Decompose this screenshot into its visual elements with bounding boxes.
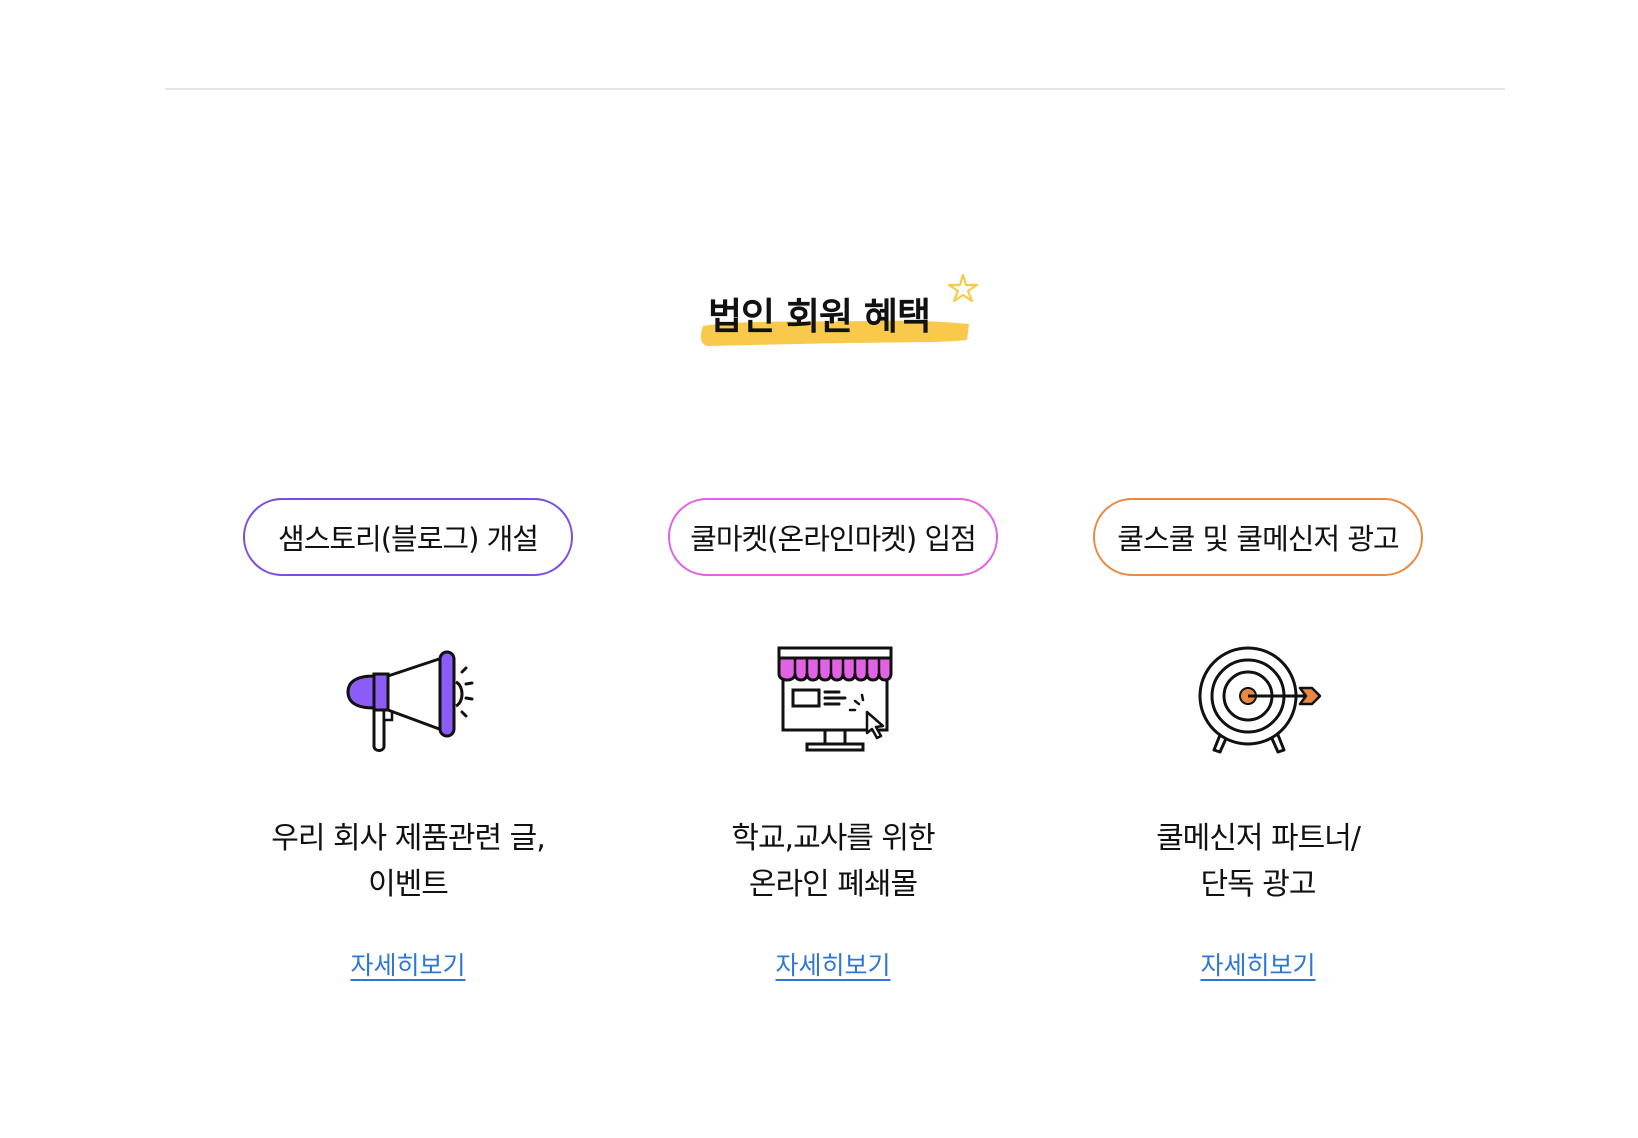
target-arrow-icon: [1198, 646, 1322, 754]
more-link[interactable]: 자세히보기: [350, 951, 466, 980]
section-title: 법인 회원 혜택: [707, 295, 931, 338]
benefit-card-market: 쿨마켓(온라인마켓) 입점 학교,교사를 위한 온라인 폐쇄몰 자세히보기: [620, 498, 1046, 998]
benefit-pill-market[interactable]: 쿨마켓(온라인마켓) 입점: [668, 498, 998, 576]
storefront-monitor-icon: [777, 646, 893, 752]
benefit-pill-blog[interactable]: 샘스토리(블로그) 개설: [243, 498, 573, 576]
top-divider: [165, 88, 1505, 90]
megaphone-icon: [346, 650, 474, 752]
benefit-pill-ads[interactable]: 쿨스쿨 및 쿨메신저 광고: [1093, 498, 1423, 576]
desc-line-2: 이벤트: [368, 867, 449, 902]
section-header: 법인 회원 혜택: [0, 268, 1638, 358]
desc-line-1: 쿨메신저 파트너/: [1156, 821, 1361, 856]
desc-line-2: 온라인 폐쇄몰: [748, 867, 918, 902]
star-icon: [947, 273, 979, 303]
desc-line-1: 학교,교사를 위한: [731, 821, 935, 856]
benefit-description: 쿨메신저 파트너/ 단독 광고: [1045, 816, 1471, 908]
more-link[interactable]: 자세히보기: [1200, 951, 1316, 980]
desc-line-1: 우리 회사 제품관련 글,: [271, 821, 546, 856]
benefit-description: 학교,교사를 위한 온라인 폐쇄몰: [620, 816, 1046, 908]
desc-line-2: 단독 광고: [1200, 867, 1317, 902]
more-link[interactable]: 자세히보기: [775, 951, 891, 980]
benefit-description: 우리 회사 제품관련 글, 이벤트: [195, 816, 621, 908]
benefit-card-ads: 쿨스쿨 및 쿨메신저 광고 쿨메신저 파트너/ 단독 광고 자세히보기: [1045, 498, 1471, 998]
benefit-card-blog: 샘스토리(블로그) 개설 우리 회사 제품관련 글, 이벤트 자세히보기: [195, 498, 621, 998]
